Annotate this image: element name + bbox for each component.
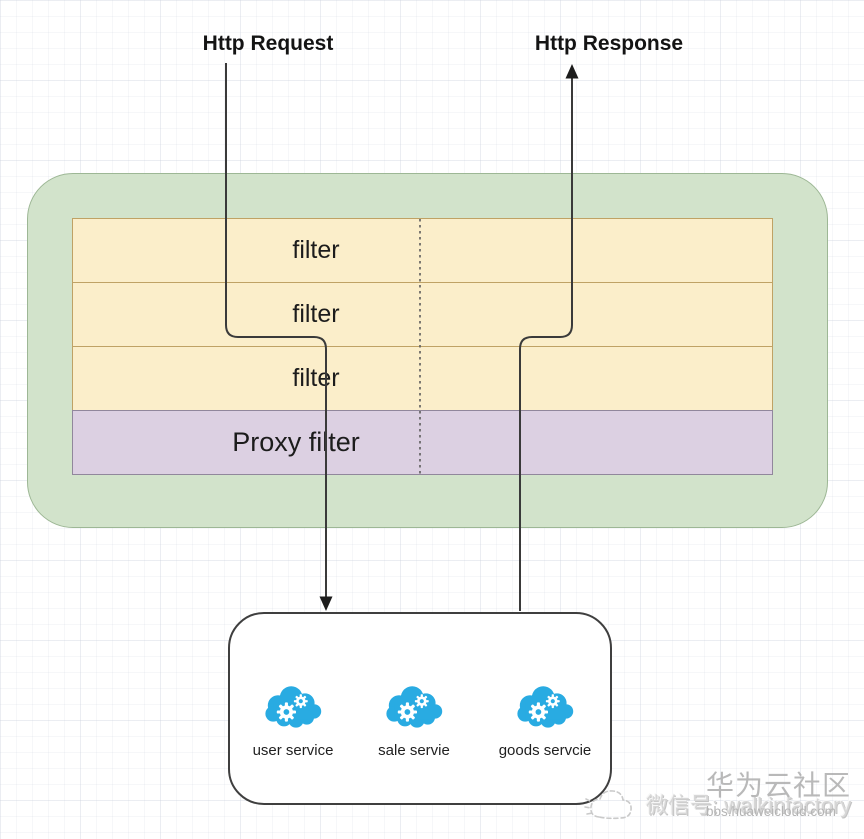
cloud-gears-icon [517,686,574,728]
service-goods: goods servcie [490,680,600,759]
service-label: goods servcie [498,742,592,759]
filter-row-3: filter [72,346,773,411]
service-user: user service [238,680,348,759]
services-box: user service sale servie goods servcie [228,612,612,805]
watermark-site-text: bbs.huaweicloud.com [706,804,836,819]
filter-row-1: filter [72,218,773,283]
service-label: sale servie [378,742,450,759]
service-label: user service [252,742,334,759]
filter-row-label: filter [292,236,340,264]
watermark-wechat-text: 微信号: walkinfactory [646,793,852,818]
watermark-brand-text: 华为云社区 [706,770,852,801]
proxy-filter-row: Proxy filter [72,410,773,475]
filter-row-label: filter [292,300,340,328]
http-request-label: Http Request [202,32,334,55]
arrow-up-icon [565,64,579,79]
filter-row-label: filter [292,364,340,392]
cloud-gears-icon [386,686,443,728]
http-response-label: Http Response [534,32,684,55]
filter-stack: filter filter filter Proxy filter [72,218,773,478]
arrow-down-icon [319,596,333,611]
filter-row-2: filter [72,282,773,347]
cloud-gears-icon [265,686,322,728]
proxy-filter-label: Proxy filter [232,427,360,457]
service-sale: sale servie [359,680,469,759]
